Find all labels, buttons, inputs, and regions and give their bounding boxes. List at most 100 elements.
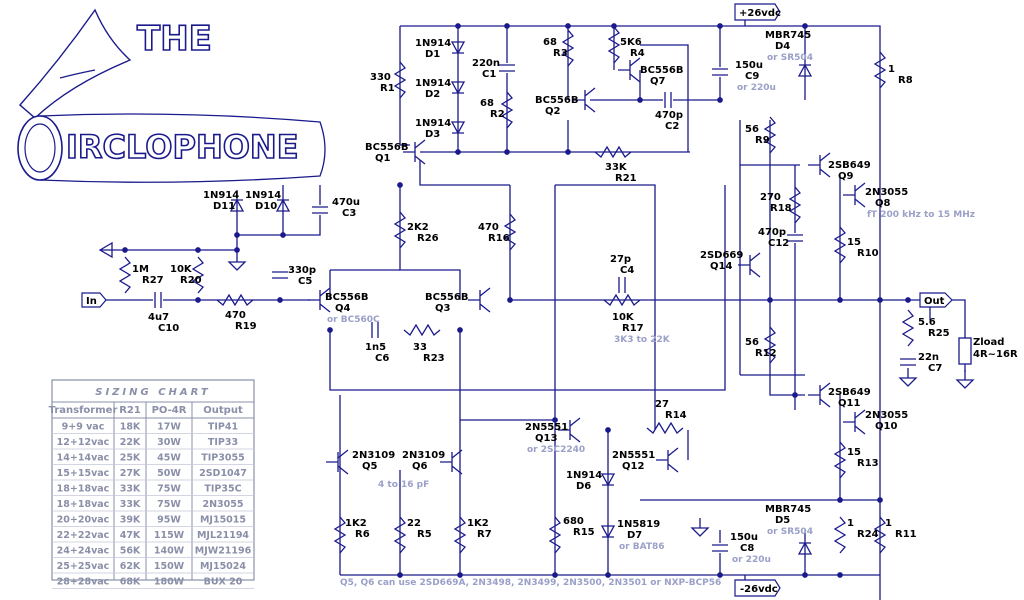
r3-symbol xyxy=(561,29,575,67)
sizing-chart-cell: 62K xyxy=(120,561,141,572)
q12-ref: Q12 xyxy=(622,461,644,472)
junction-dot xyxy=(195,247,201,253)
r18-ref: R18 xyxy=(770,203,792,214)
junction-dot xyxy=(717,97,723,103)
sizing-chart-header: Output xyxy=(203,405,243,416)
r14-symbol xyxy=(646,421,684,435)
c10-value: 4u7 xyxy=(148,312,169,323)
d3-ref: D3 xyxy=(425,129,440,140)
r23-symbol xyxy=(403,323,441,337)
component-labels: 330R11N914D11N914D21N914D3220nC168R268R3… xyxy=(132,30,975,565)
c3-symbol xyxy=(312,205,328,215)
q8-ref: Q8 xyxy=(875,198,891,209)
q6-ref: Q6 xyxy=(412,461,428,472)
sizing-chart-cell: 2N3055 xyxy=(202,499,243,510)
q11-ref: Q11 xyxy=(838,398,860,409)
d10-ref: D10 xyxy=(255,201,277,212)
junction-dot xyxy=(280,232,286,238)
junction-dot xyxy=(877,297,883,303)
gramophone-horn-logo xyxy=(17,8,326,183)
sizing-chart-cell: BUX 20 xyxy=(204,577,243,588)
junction-dot xyxy=(234,232,240,238)
c12-ref: C12 xyxy=(768,238,789,249)
sizing-chart-title: SIZING CHART xyxy=(95,387,210,398)
r20-ref: R20 xyxy=(180,275,202,286)
junction-dot xyxy=(605,572,611,578)
r25-ref: R25 xyxy=(928,328,950,339)
r9-ref: R9 xyxy=(755,135,770,146)
d11-symbol xyxy=(229,198,245,212)
r27-symbol xyxy=(118,256,132,294)
c8-alt: or 220u xyxy=(732,555,771,565)
q14-symbol xyxy=(738,252,761,278)
c8-symbol xyxy=(712,543,728,553)
d10-symbol xyxy=(275,198,291,212)
r7-value: 1K2 xyxy=(467,518,489,529)
junction-dot xyxy=(565,149,571,155)
q14-ref: Q14 xyxy=(710,261,732,272)
junction-dot xyxy=(457,572,463,578)
q2-ref: Q2 xyxy=(545,106,561,117)
d7-symbol xyxy=(600,525,616,539)
component-symbols xyxy=(98,23,975,578)
r1-ref: R1 xyxy=(380,83,395,94)
d4-alt: or SR504 xyxy=(767,53,813,63)
q9-symbol xyxy=(808,152,831,178)
d4-symbol xyxy=(797,63,813,77)
sizing-chart-cell: 25+25vac xyxy=(57,561,110,572)
sizing-chart-cell: 22K xyxy=(120,437,141,448)
junction-dot xyxy=(234,247,240,253)
sizing-chart-cell: 95W xyxy=(157,515,181,526)
q8-symbol xyxy=(843,182,866,208)
r1-symbol xyxy=(393,61,407,99)
r6-symbol xyxy=(333,516,347,554)
r18-value: 270 xyxy=(760,192,781,203)
r19-ref: R19 xyxy=(235,321,257,332)
feedback-arrow-icon xyxy=(98,241,113,259)
r5-symbol xyxy=(393,516,407,554)
r14-ref: R14 xyxy=(665,410,687,421)
q9-value: 2SB649 xyxy=(828,160,871,171)
junction-dot xyxy=(504,23,510,29)
q11-value: 2SB649 xyxy=(828,387,871,398)
q11-symbol xyxy=(808,382,831,408)
junction-dot xyxy=(552,572,558,578)
c9-ref: C9 xyxy=(745,71,759,82)
q7-ref: Q7 xyxy=(650,76,666,87)
q1-value: BC556B xyxy=(365,142,408,153)
cap-range-note: 4 to 16 pF xyxy=(378,480,429,490)
d6-symbol xyxy=(600,473,616,487)
d7-value: 1N5819 xyxy=(617,519,660,530)
sizing-chart-cell: 30W xyxy=(157,437,181,448)
r24-symbol xyxy=(833,516,847,554)
q12-symbol xyxy=(656,447,679,473)
c6-symbol xyxy=(370,322,380,338)
c7-symbol xyxy=(900,357,916,367)
q1-ref: Q1 xyxy=(375,153,391,164)
sizing-chart-cell: TIP41 xyxy=(208,422,238,433)
r20-value: 10K xyxy=(170,264,193,275)
r19-symbol xyxy=(216,293,254,307)
q5-symbol xyxy=(326,449,349,475)
r7-symbol xyxy=(453,516,467,554)
r11-value: 1 xyxy=(885,518,892,529)
zload-range: 4R~16R xyxy=(973,349,1018,360)
c5-symbol xyxy=(272,270,288,280)
sizing-chart-cell: 9+9 vac xyxy=(62,422,105,433)
ground-icon xyxy=(898,368,918,387)
r16-ref: R16 xyxy=(488,233,510,244)
r12-symbol xyxy=(763,326,777,364)
r15-symbol xyxy=(548,516,562,554)
r2-value: 68 xyxy=(480,98,494,109)
output-tag: Out xyxy=(919,292,953,308)
c8-value: 150u xyxy=(730,532,758,543)
r24-ref: R24 xyxy=(857,529,879,540)
sizing-chart-cell: 115W xyxy=(154,530,185,541)
q4-alt: or BC560C xyxy=(327,315,380,325)
r11-symbol xyxy=(873,516,887,554)
sizing-chart-cell: 18K xyxy=(120,422,141,433)
sizing-chart-cell: 33K xyxy=(120,499,141,510)
r15-value: 680 xyxy=(563,516,584,527)
r25-value: 5.6 xyxy=(918,317,936,328)
